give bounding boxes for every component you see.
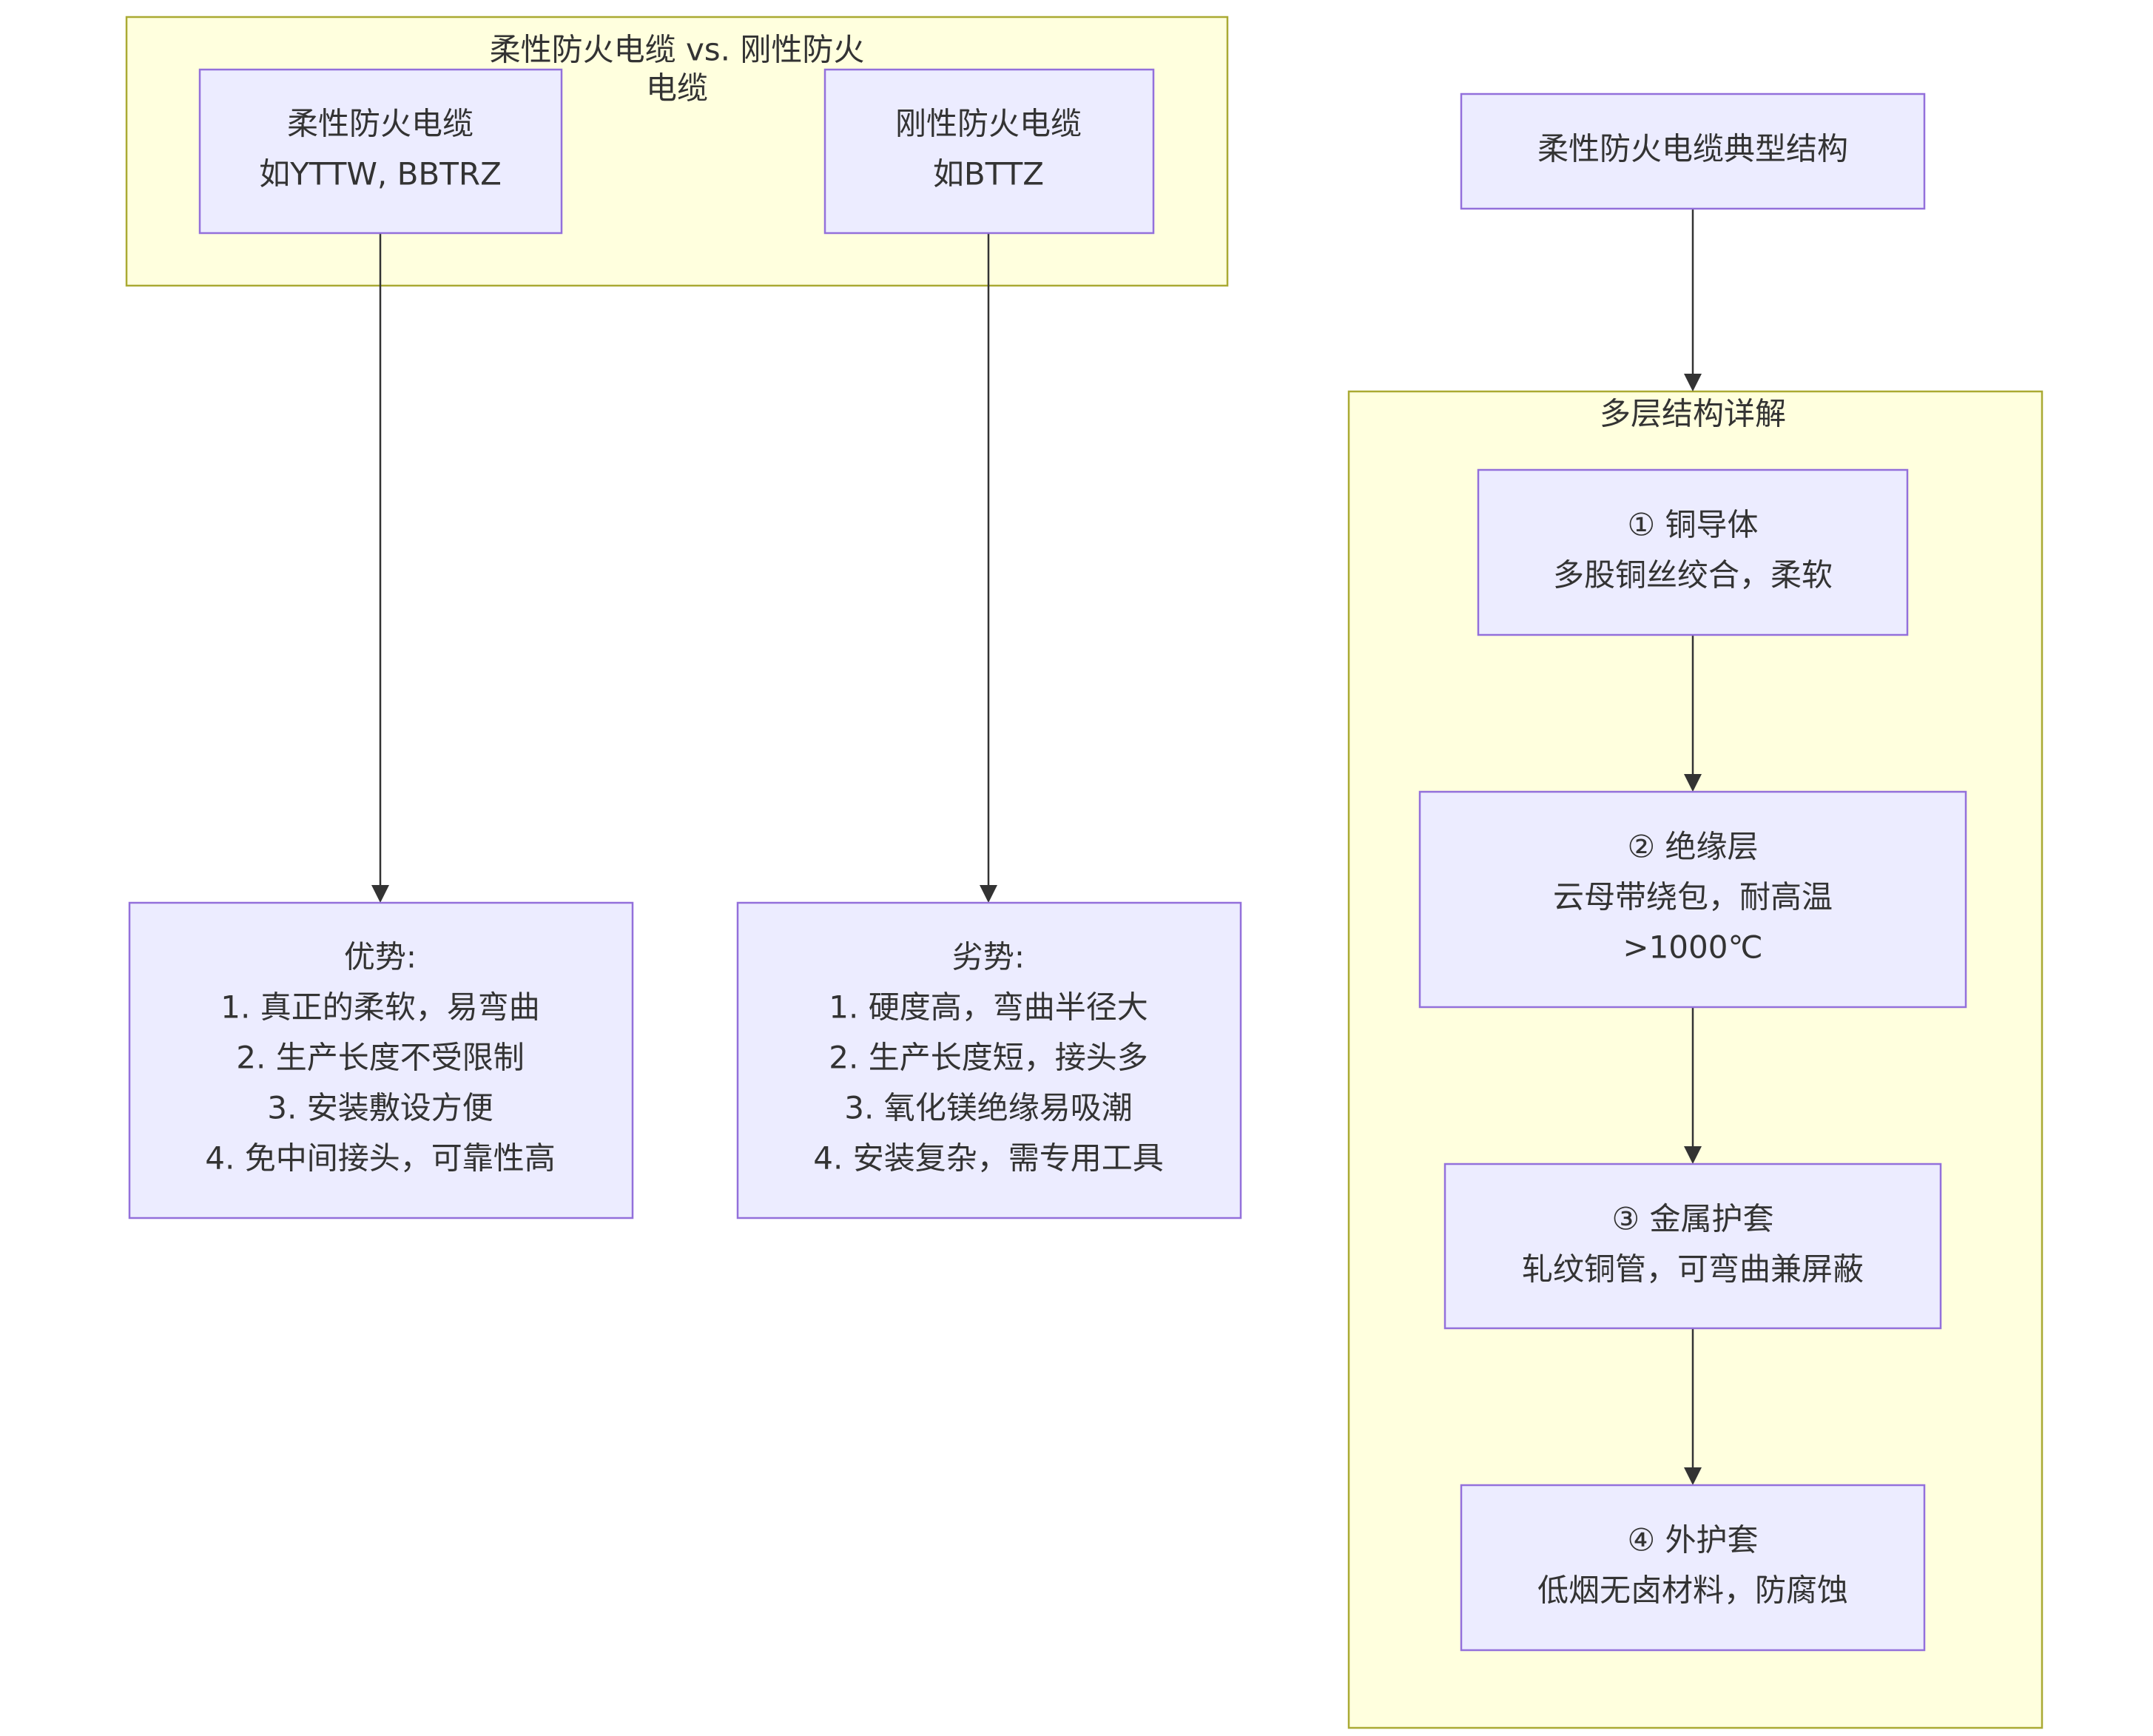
node-flexible-cable-box bbox=[198, 68, 563, 235]
node-flexible-cable-line2: 如YTTW, BBTRZ bbox=[259, 156, 502, 192]
node-advantages-line: 3. 安装敷设方便 bbox=[267, 1090, 493, 1126]
cluster-comparison-title-line2: 电缆 bbox=[646, 70, 708, 107]
node-disadvantages-line: 4. 安装复杂，需专用工具 bbox=[813, 1140, 1163, 1177]
node-advantages[interactable]: 优势: 1. 真正的柔软，易弯曲 2. 生产长度不受限制 3. 安装敷设方便 4… bbox=[128, 901, 634, 1219]
node-rigid-cable[interactable]: 刚性防火电缆 如BTTZ bbox=[823, 68, 1155, 235]
node-typical-structure[interactable]: 柔性防火电缆典型结构 bbox=[1460, 92, 1926, 210]
node-typical-structure-label: 柔性防火电缆典型结构 bbox=[1537, 131, 1848, 167]
node-advantages-line: 2. 生产长度不受限制 bbox=[236, 1040, 524, 1076]
cluster-comparison-title-line1: 柔性防火电缆 vs. 刚性防火 bbox=[490, 32, 865, 68]
edge-structure-to-layers bbox=[1684, 209, 1702, 391]
node-layer-copper-conductor-box bbox=[1477, 468, 1909, 636]
node-typical-structure-box bbox=[1460, 92, 1926, 210]
node-layer-outer-sheath[interactable]: ④ 外护套 低烟无卤材料，防腐蚀 bbox=[1460, 1484, 1926, 1652]
node-layer-insulation-line3: >1000℃ bbox=[1623, 929, 1762, 966]
edge-rigid-to-disadvantages bbox=[980, 233, 997, 903]
node-layer-metal-sheath-box bbox=[1443, 1163, 1942, 1330]
node-layer-outer-sheath-line2: 低烟无卤材料，防腐蚀 bbox=[1537, 1572, 1848, 1609]
node-layer-insulation-line1: ② 绝缘层 bbox=[1627, 829, 1758, 865]
node-layer-copper-conductor-line1: ① 铜导体 bbox=[1627, 507, 1758, 543]
node-rigid-cable-line2: 如BTTZ bbox=[933, 156, 1044, 192]
edge-layer3-to-layer4 bbox=[1684, 1328, 1702, 1485]
cluster-layers-title: 多层结构详解 bbox=[1600, 396, 1786, 432]
node-disadvantages-line: 劣势: bbox=[952, 939, 1025, 975]
node-flexible-cable-line1: 柔性防火电缆 bbox=[287, 106, 474, 142]
node-advantages-line: 1. 真正的柔软，易弯曲 bbox=[220, 989, 539, 1026]
edges bbox=[371, 209, 1702, 1485]
node-disadvantages-box bbox=[736, 901, 1242, 1219]
node-layer-copper-conductor[interactable]: ① 铜导体 多股铜丝绞合，柔软 bbox=[1477, 468, 1909, 636]
node-advantages-box bbox=[128, 901, 634, 1219]
node-layer-insulation[interactable]: ② 绝缘层 云母带绕包，耐高温 >1000℃ bbox=[1418, 790, 1967, 1009]
node-layer-metal-sheath-line2: 轧纹铜管，可弯曲兼屏蔽 bbox=[1522, 1251, 1864, 1288]
node-layer-copper-conductor-line2: 多股铜丝绞合，柔软 bbox=[1553, 557, 1833, 593]
node-layer-metal-sheath[interactable]: ③ 金属护套 轧纹铜管，可弯曲兼屏蔽 bbox=[1443, 1163, 1942, 1330]
node-disadvantages-line: 1. 硬度高，弯曲半径大 bbox=[829, 989, 1148, 1026]
node-layer-metal-sheath-line1: ③ 金属护套 bbox=[1611, 1201, 1773, 1237]
node-layer-outer-sheath-line1: ④ 外护套 bbox=[1627, 1522, 1758, 1558]
edge-layer1-to-layer2 bbox=[1684, 635, 1702, 792]
node-advantages-line: 优势: bbox=[344, 939, 417, 975]
edge-layer2-to-layer3 bbox=[1684, 1007, 1702, 1164]
node-rigid-cable-line1: 刚性防火电缆 bbox=[895, 106, 1082, 142]
node-disadvantages-line: 3. 氧化镁绝缘易吸潮 bbox=[844, 1090, 1132, 1126]
node-disadvantages[interactable]: 劣势: 1. 硬度高，弯曲半径大 2. 生产长度短，接头多 3. 氧化镁绝缘易吸… bbox=[736, 901, 1242, 1219]
node-flexible-cable[interactable]: 柔性防火电缆 如YTTW, BBTRZ bbox=[198, 68, 563, 235]
node-layer-outer-sheath-box bbox=[1460, 1484, 1926, 1652]
node-rigid-cable-box bbox=[823, 68, 1155, 235]
node-layer-insulation-line2: 云母带绕包，耐高温 bbox=[1553, 879, 1833, 915]
edge-flexible-to-advantages bbox=[371, 233, 389, 903]
node-layer-insulation-box bbox=[1418, 790, 1967, 1009]
node-advantages-line: 4. 免中间接头，可靠性高 bbox=[205, 1140, 555, 1177]
node-disadvantages-line: 2. 生产长度短，接头多 bbox=[829, 1040, 1148, 1076]
